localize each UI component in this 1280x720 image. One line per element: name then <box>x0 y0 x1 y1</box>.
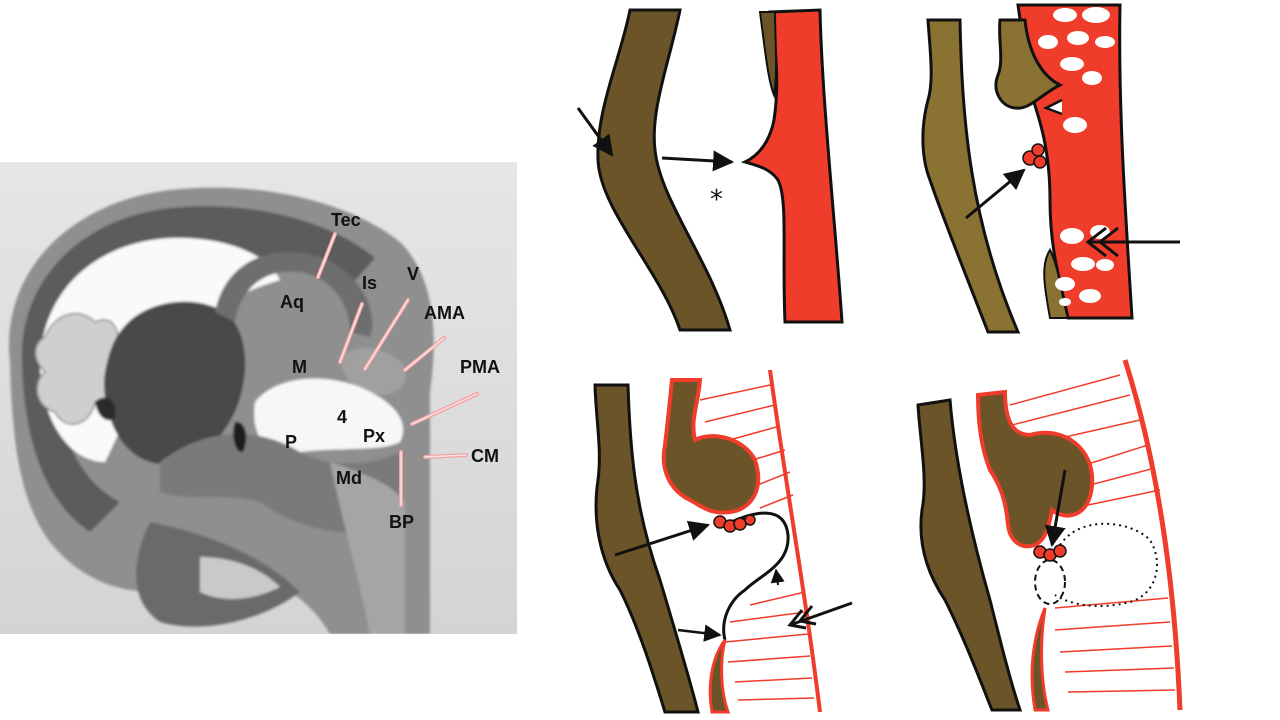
ama-indicator-line-inner <box>404 337 445 371</box>
label-is: Is <box>362 273 377 293</box>
label-tec: Tec <box>331 210 361 230</box>
arrow-lower <box>677 624 722 642</box>
schematic-panel-1: * <box>576 8 844 332</box>
open-arrowhead <box>1042 98 1063 116</box>
label-bp: BP <box>389 512 414 532</box>
vessel-outer-line <box>1122 359 1183 711</box>
label-md: Md <box>336 468 362 488</box>
v-indicator-line-inner <box>364 299 409 370</box>
tec-indicator-line-inner <box>317 233 336 278</box>
neural-fragment <box>1030 607 1050 712</box>
label-m: M <box>292 357 307 377</box>
neural-mass <box>975 389 1095 549</box>
arrow-cusp <box>661 150 735 172</box>
neural-sliver <box>758 11 778 99</box>
arrow-wall <box>576 107 614 157</box>
neural-protrusion <box>994 18 1064 110</box>
membrane-fold <box>722 511 790 641</box>
arrow-bud <box>1044 469 1067 548</box>
head-tissue <box>9 187 434 634</box>
neural-wall <box>593 383 700 714</box>
schematic-panel-2 <box>921 3 1180 334</box>
schematic-panel-3 <box>593 369 853 714</box>
bud-cluster <box>713 514 756 533</box>
label-4: 4 <box>337 407 347 427</box>
double-arrowhead <box>1085 226 1180 258</box>
label-pma: PMA <box>460 357 500 377</box>
label-px: Px <box>363 426 385 446</box>
arrow-small <box>770 568 785 586</box>
neural-wall <box>921 18 1021 334</box>
vessel-outer-line <box>768 369 822 713</box>
label-cm: CM <box>471 446 499 466</box>
label-aq: Aq <box>280 292 304 312</box>
schematic-panel-4 <box>916 359 1183 712</box>
arrow-bud <box>614 520 710 557</box>
histology-section-image: Tec Is V Aq AMA M PMA 4 Px P CM Md BP <box>0 162 517 634</box>
neural-fragment <box>708 639 731 714</box>
dotted-outline <box>1054 522 1159 607</box>
asterisk-marker: * <box>710 185 723 215</box>
bud-cluster <box>1022 143 1047 169</box>
label-p: P <box>285 432 297 452</box>
indicator-lines-inner <box>317 233 478 506</box>
vessel-hatching <box>1009 374 1176 693</box>
bud-cluster <box>1033 544 1067 562</box>
vascular-region <box>740 8 844 324</box>
blood-cell-bubbles <box>1038 7 1115 306</box>
label-ama: AMA <box>424 303 465 323</box>
double-arrowhead <box>787 601 853 630</box>
arrow-bud <box>965 168 1026 220</box>
neural-wall <box>596 8 732 332</box>
label-v: V <box>407 264 419 284</box>
is-indicator-line-inner <box>339 303 363 363</box>
pma-indicator-line-inner <box>411 393 478 425</box>
neural-mass <box>661 378 761 515</box>
dashed-outline <box>1034 559 1066 605</box>
neural-wall <box>916 398 1023 712</box>
cm-indicator-line-inner <box>424 454 467 458</box>
